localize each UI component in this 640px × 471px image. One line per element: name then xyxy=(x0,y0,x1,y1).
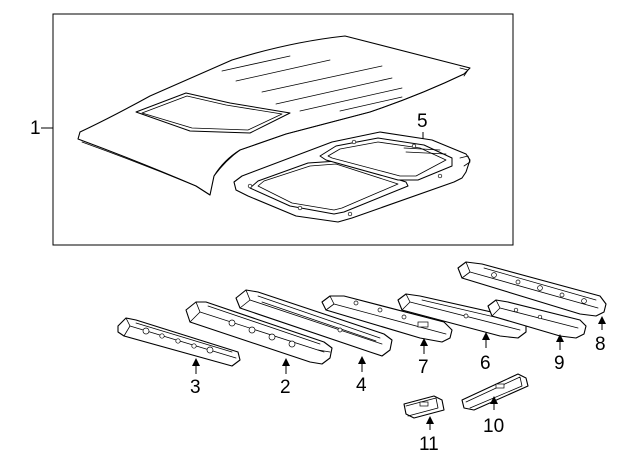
roof-assembly-frame xyxy=(52,13,514,246)
part-6-roof-bow[interactable] xyxy=(397,293,527,339)
callout-3-arrow xyxy=(192,358,200,366)
callout-11-arrow xyxy=(426,416,434,424)
callout-4[interactable]: 4 xyxy=(356,356,367,396)
callout-7[interactable]: 7 xyxy=(418,338,429,378)
callout-1-label: 1 xyxy=(30,118,41,139)
callout-6-arrow xyxy=(482,332,490,340)
callout-6-label: 6 xyxy=(480,353,491,374)
callout-11[interactable]: 11 xyxy=(419,416,439,455)
callout-6[interactable]: 6 xyxy=(480,332,491,374)
callout-10-label: 10 xyxy=(483,416,504,437)
callout-9[interactable]: 9 xyxy=(554,334,565,374)
callout-9-arrow xyxy=(556,334,564,342)
callout-7-label: 7 xyxy=(418,357,429,378)
callout-8-arrow xyxy=(598,316,606,324)
callout-2-label: 2 xyxy=(280,377,291,398)
callout-7-arrow xyxy=(420,338,428,346)
callout-11-label: 11 xyxy=(419,434,439,455)
roof-panel[interactable] xyxy=(77,35,471,196)
part-7-roof-bow[interactable] xyxy=(321,295,453,343)
callout-9-label: 9 xyxy=(554,353,565,374)
callout-8-label: 8 xyxy=(595,334,606,355)
callout-4-arrow xyxy=(358,356,366,364)
callout-1[interactable]: 1 xyxy=(30,118,53,139)
callout-3-label: 3 xyxy=(190,377,201,398)
part-11-bracket[interactable] xyxy=(403,395,445,419)
part-10-bracket[interactable] xyxy=(461,373,529,411)
callout-4-label: 4 xyxy=(356,375,367,396)
callout-5-label: 5 xyxy=(417,111,428,132)
callout-2-arrow xyxy=(282,358,290,366)
callout-10-arrow xyxy=(490,396,498,404)
part-2-roof-bow[interactable] xyxy=(185,301,333,365)
callout-3[interactable]: 3 xyxy=(190,358,201,398)
callout-10[interactable]: 10 xyxy=(483,396,504,437)
part-4-roof-bow[interactable] xyxy=(235,289,393,357)
part-3-roof-bow[interactable] xyxy=(117,317,241,367)
part-8-rear-header[interactable] xyxy=(457,261,607,317)
part-9-roof-bow[interactable] xyxy=(487,299,587,339)
callout-8[interactable]: 8 xyxy=(595,316,606,355)
sunroof-frame[interactable] xyxy=(233,131,471,223)
callout-2[interactable]: 2 xyxy=(280,358,291,398)
